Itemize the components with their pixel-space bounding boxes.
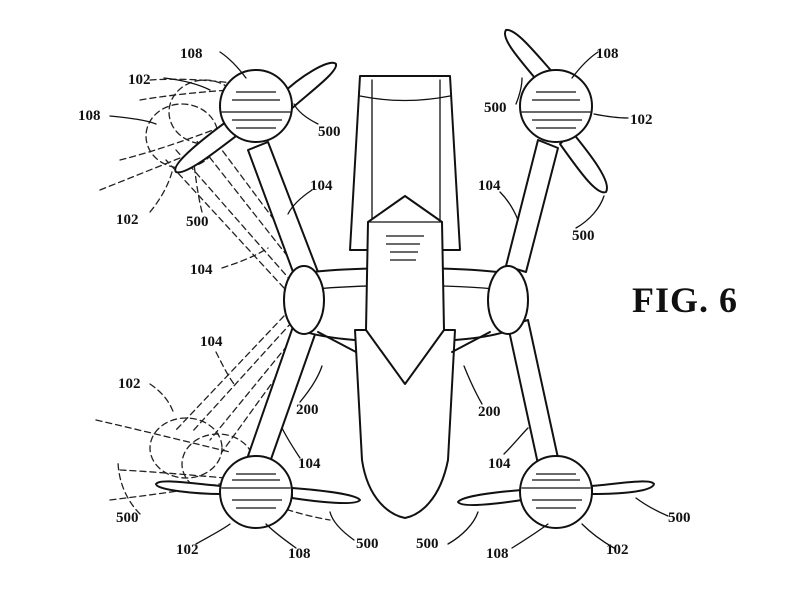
arm-upper-right [505, 139, 559, 273]
figure-title: FIG. 6 [632, 280, 738, 320]
label-104-lower-right: 104 [488, 456, 511, 472]
label-102-bottom-right: 102 [606, 542, 629, 558]
label-500-ghost-bottom-left: 500 [116, 510, 139, 526]
label-102-ghost-lower: 102 [118, 376, 141, 392]
leader-lines [109, 51, 669, 549]
label-108-top-left: 108 [180, 46, 203, 62]
label-102-top-right: 102 [630, 112, 653, 128]
rotor-bottom-right [457, 455, 655, 529]
arm-upper-left [247, 141, 319, 281]
label-104-ghost-lower: 104 [200, 334, 223, 350]
label-500-bottom-right-left: 500 [416, 536, 439, 552]
label-108-top-right: 108 [596, 46, 619, 62]
label-500-bottom-left: 500 [356, 536, 379, 552]
label-102-top-left: 102 [128, 72, 151, 88]
rotor-bottom-left [155, 455, 361, 529]
ghost-lower-rotors [95, 417, 331, 521]
label-102-bottom-left: 102 [176, 542, 199, 558]
label-108-ghost-top-left: 108 [78, 108, 101, 124]
label-108-bottom-left: 108 [288, 546, 311, 562]
arm-lower-left [247, 317, 319, 463]
left-pod [283, 265, 325, 335]
rotor-top-left [174, 61, 337, 174]
label-500-top-right: 500 [484, 100, 507, 116]
label-200-left: 200 [296, 402, 319, 418]
label-108-bottom-right: 108 [486, 546, 509, 562]
label-200-right: 200 [478, 404, 501, 420]
label-104-upper-right: 104 [478, 178, 501, 194]
fuselage [299, 75, 511, 519]
label-500-bottom-right: 500 [668, 510, 691, 526]
label-102-ghost-top-left: 102 [116, 212, 139, 228]
label-104-ghost-upper: 104 [190, 262, 213, 278]
rotor-top-right [503, 28, 608, 194]
label-500-top-left: 500 [318, 124, 341, 140]
reference-labels: 108 102 108 500 102 500 104 104 104 102 … [78, 46, 691, 562]
label-500-right: 500 [572, 228, 595, 244]
label-104-lower-left: 104 [298, 456, 321, 472]
label-104-upper-left: 104 [310, 178, 333, 194]
right-pod [487, 265, 529, 335]
label-500-ghost-top-left: 500 [186, 214, 209, 230]
